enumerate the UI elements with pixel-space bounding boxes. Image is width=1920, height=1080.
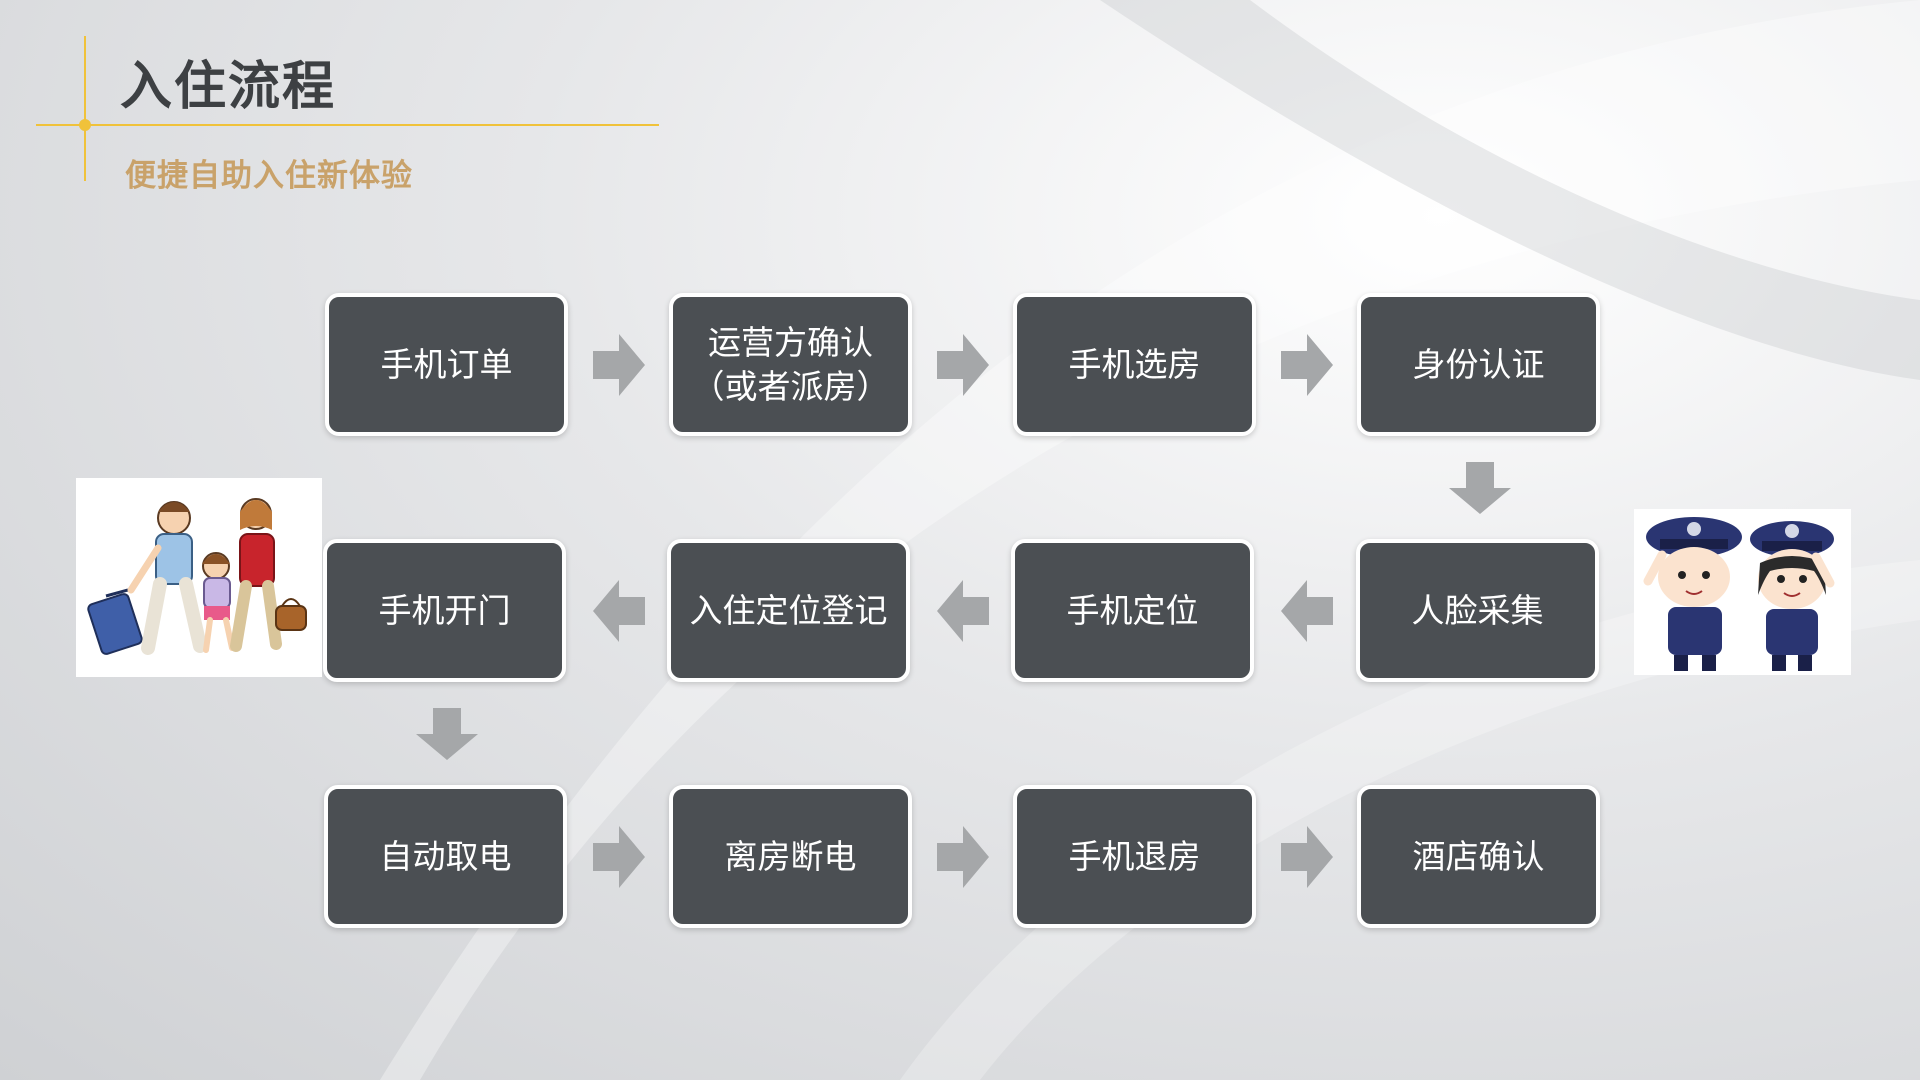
step-mobile-unlock: 手机开门 bbox=[323, 539, 566, 682]
step-label: 身份认证 bbox=[1412, 344, 1545, 384]
step-label: 手机定位 bbox=[1066, 590, 1199, 630]
step-mobile-room-select: 手机选房 bbox=[1013, 293, 1256, 436]
step-label: 离房断电 bbox=[724, 836, 857, 876]
arrow-right-icon bbox=[937, 826, 989, 888]
step-leave-power-off: 离房断电 bbox=[669, 785, 912, 928]
step-label: 入住定位登记 bbox=[689, 590, 888, 630]
arrow-down-icon bbox=[416, 708, 478, 760]
step-identity-verification: 身份认证 bbox=[1357, 293, 1600, 436]
step-mobile-order: 手机订单 bbox=[325, 293, 568, 436]
arrow-right-icon bbox=[593, 334, 645, 396]
step-label: 自动取电 bbox=[379, 836, 512, 876]
step-checkin-registration: 入住定位登记 bbox=[667, 539, 910, 682]
step-label: 运营方确认 （或者派房） bbox=[691, 322, 890, 406]
arrow-down-icon bbox=[1449, 462, 1511, 514]
arrow-left-icon bbox=[593, 580, 645, 642]
header-horizontal-line bbox=[36, 124, 659, 126]
step-label: 手机订单 bbox=[380, 344, 513, 384]
step-label: 手机开门 bbox=[378, 590, 511, 630]
arrow-left-icon bbox=[1281, 580, 1333, 642]
arrow-right-icon bbox=[1281, 826, 1333, 888]
family-travelers-illustration bbox=[76, 478, 322, 677]
header-vertical-line bbox=[84, 36, 86, 181]
arrow-left-icon bbox=[937, 580, 989, 642]
step-hotel-confirm: 酒店确认 bbox=[1357, 785, 1600, 928]
step-label: 酒店确认 bbox=[1412, 836, 1545, 876]
step-mobile-location: 手机定位 bbox=[1011, 539, 1254, 682]
step-label: 手机选房 bbox=[1068, 344, 1201, 384]
step-label: 手机退房 bbox=[1068, 836, 1201, 876]
page-title: 入住流程 bbox=[120, 57, 337, 117]
police-officers-saluting-illustration bbox=[1634, 509, 1851, 675]
header-accent-dot bbox=[79, 119, 91, 131]
arrow-right-icon bbox=[937, 334, 989, 396]
step-mobile-checkout: 手机退房 bbox=[1013, 785, 1256, 928]
arrow-right-icon bbox=[593, 826, 645, 888]
arrow-right-icon bbox=[1281, 334, 1333, 396]
step-operator-confirm: 运营方确认 （或者派房） bbox=[669, 293, 912, 436]
step-auto-power-on: 自动取电 bbox=[324, 785, 567, 928]
step-label: 人脸采集 bbox=[1411, 590, 1544, 630]
page-subtitle: 便捷自助入住新体验 bbox=[125, 158, 413, 194]
step-face-capture: 人脸采集 bbox=[1356, 539, 1599, 682]
